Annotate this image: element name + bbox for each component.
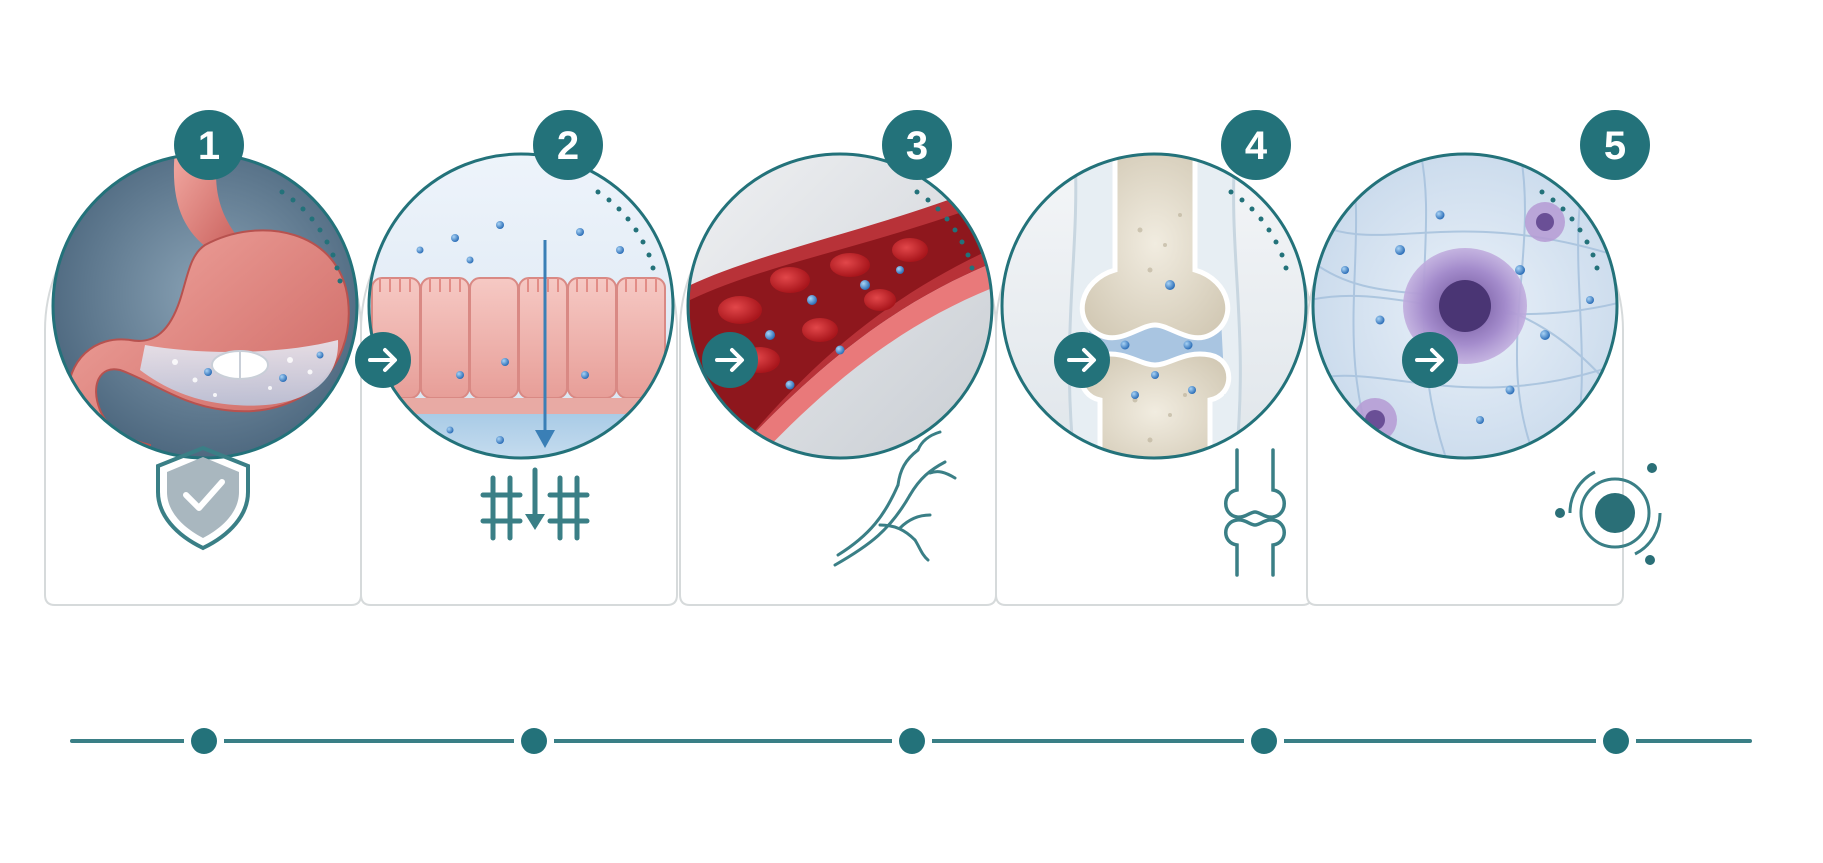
step-3-number: 3 [906,124,928,168]
timeline-node-5 [1603,728,1629,754]
vessel-branch-icon [833,430,957,567]
timeline-node-1 [191,728,217,754]
target-orbit-icon [1555,463,1662,565]
timeline-node-3 [899,728,925,754]
step-2-dotted-accent [595,189,656,271]
step-1-number: 1 [198,124,220,168]
shield-check-icon [156,445,250,551]
arrow-1-to-2 [355,332,411,388]
step-3-badge: 3 [882,110,952,180]
step-1-dotted-accent [279,189,343,284]
step-3-scene-vessel [688,154,992,458]
step-2-badge: 2 [533,110,603,180]
membrane-transport-icon [480,467,590,541]
timeline [70,728,1752,754]
step-5-number: 5 [1604,124,1626,168]
step-4-badge: 4 [1221,110,1291,180]
timeline-node-2 [521,728,547,754]
arrow-2-to-3 [702,332,758,388]
step-3-dotted-accent [914,189,975,271]
step-5-dotted-accent [1539,189,1600,271]
step-4-dotted-accent [1228,189,1289,271]
step-4-scene-joint [1002,154,1306,458]
step-5-badge: 5 [1580,110,1650,180]
arrow-4-to-5 [1402,332,1458,388]
step-2-number: 2 [557,124,579,168]
joint-icon [1224,448,1286,577]
step-1-badge: 1 [174,110,244,180]
step-2-scene-frame [367,152,675,460]
arrow-3-to-4 [1054,332,1110,388]
timeline-node-4 [1251,728,1277,754]
step-1-scene-stomach [53,154,357,458]
step-4-number: 4 [1245,124,1268,168]
step-3-scene-frame [686,152,994,460]
step-4-scene-frame [1000,152,1308,460]
step-5-scene-tissue [1313,154,1617,458]
step-5-scene-frame [1311,152,1619,460]
